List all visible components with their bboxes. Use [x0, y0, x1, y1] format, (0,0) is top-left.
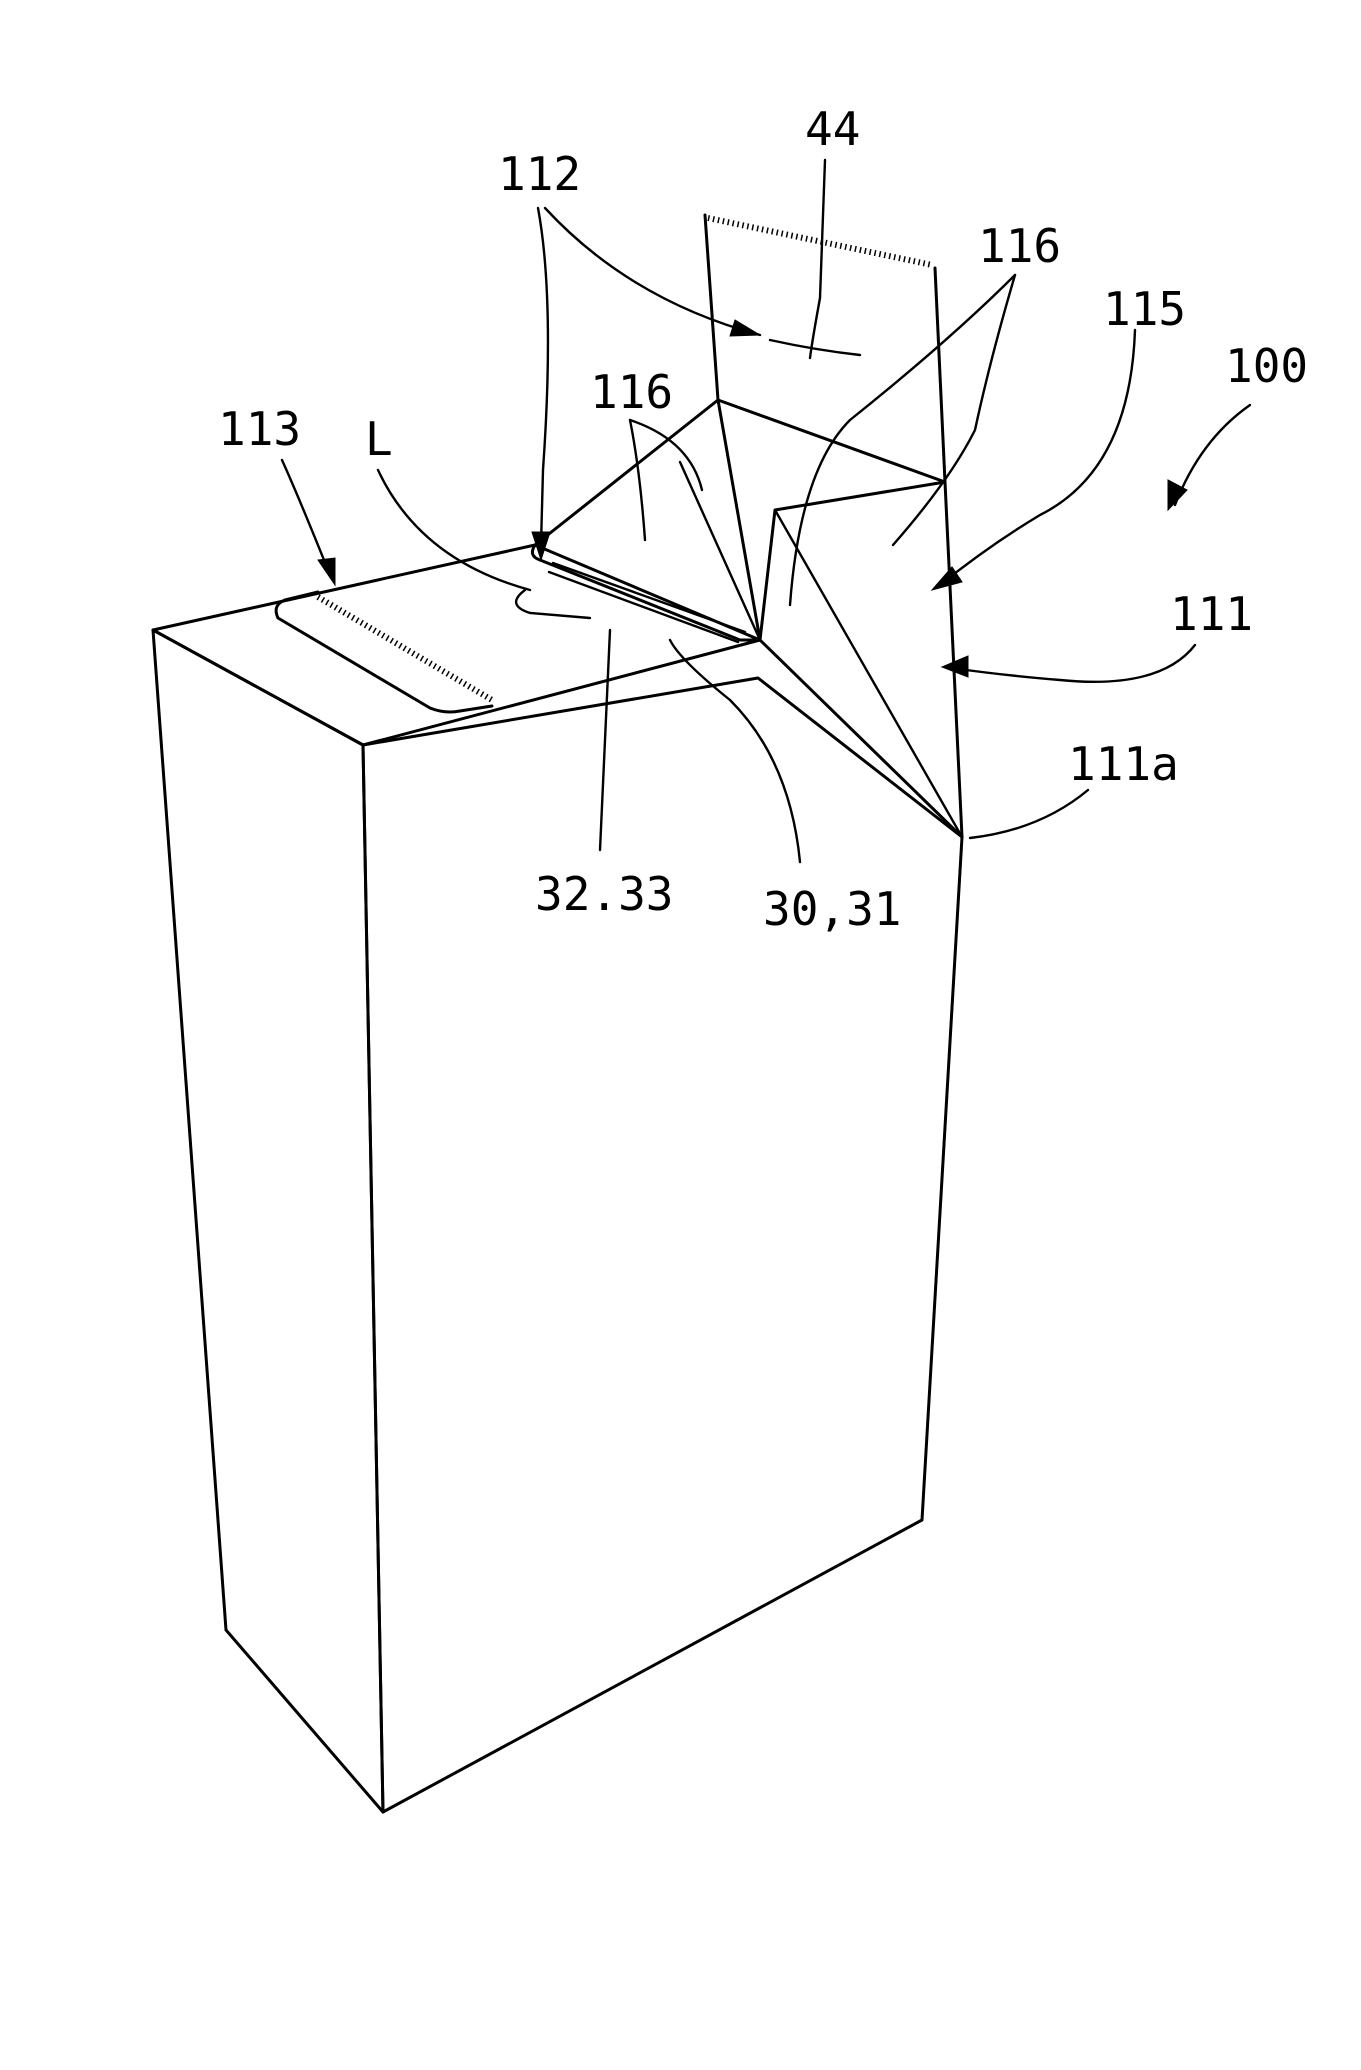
- left-gusset-fold-2: [718, 400, 760, 640]
- slit-inner: [553, 563, 745, 632]
- leader-44: [810, 160, 825, 358]
- front-fold-edge: [760, 482, 945, 640]
- leader-116-left-a: [630, 420, 645, 540]
- leader-111: [952, 645, 1195, 682]
- leader-116-right-a: [790, 275, 1015, 605]
- ref-30-31: 30,31: [763, 882, 901, 936]
- ref-44: 44: [805, 102, 860, 156]
- leader-116-left-b: [630, 420, 702, 490]
- leader-115: [940, 330, 1135, 585]
- leader-111a: [970, 790, 1088, 838]
- upper-tab-hatch: [708, 218, 932, 265]
- left-side-face: [153, 630, 383, 1812]
- leader-L: [378, 470, 530, 590]
- ref-L: L: [365, 412, 393, 466]
- recess-hatch: [318, 597, 492, 700]
- ref-113: 113: [218, 402, 301, 456]
- ref-116-right: 116: [978, 219, 1061, 273]
- recess-top-edge: [285, 592, 318, 600]
- ref-111: 111: [1170, 587, 1253, 641]
- ref-115: 115: [1103, 282, 1186, 336]
- leader-32-33: [600, 630, 610, 850]
- ref-116-left: 116: [590, 365, 673, 419]
- leader-112-mark: [770, 340, 860, 355]
- leader-112-b: [538, 208, 548, 545]
- slit-inner-2: [549, 572, 738, 642]
- arrow-113: [318, 558, 335, 585]
- spout-structure: [535, 215, 962, 837]
- ref-111a: 111a: [1068, 737, 1179, 791]
- recess-113: [276, 592, 492, 712]
- leader-112-a: [545, 208, 760, 335]
- leader-116-right-b: [893, 275, 1015, 545]
- upper-tab-44: [705, 215, 718, 400]
- ref-32-33: 32.33: [535, 867, 673, 921]
- arrow-112-a: [730, 320, 760, 336]
- leader-30-31: [670, 640, 800, 862]
- ref-112: 112: [498, 147, 581, 201]
- front-face: [363, 678, 962, 1812]
- leader-113: [282, 460, 330, 575]
- recess-outline: [276, 600, 492, 712]
- ref-100: 100: [1225, 339, 1308, 393]
- upper-tab-right: [935, 268, 945, 482]
- right-gusset-fold: [775, 510, 962, 837]
- top-face: [153, 545, 760, 745]
- container-body: [153, 545, 962, 1812]
- leader-L-mark: [516, 590, 590, 618]
